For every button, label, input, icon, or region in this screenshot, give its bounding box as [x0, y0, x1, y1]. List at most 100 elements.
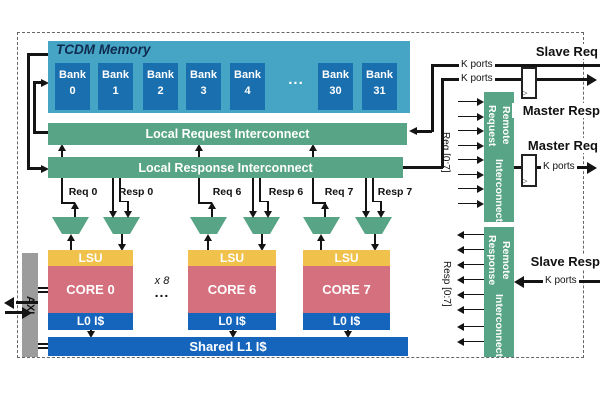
label-resp7: Resp 7 [373, 186, 417, 198]
eq-axi-core-a [38, 287, 48, 289]
local-response-interconnect: Local Response Interconnect [48, 157, 403, 178]
req-arrowhead-4 [477, 156, 484, 164]
wire-lsu7-up [320, 241, 322, 250]
kports-master-resp: K ports [459, 73, 495, 84]
wire-l0-l1-core0 [90, 329, 92, 331]
label-req7: Req 7 [320, 186, 358, 198]
resp-arrow-3 [464, 279, 484, 281]
arrow-resp7-a [362, 211, 370, 218]
clock-triangle-icon: ▷ [522, 90, 528, 97]
axi-bar: AXI [22, 253, 38, 357]
arrow-l0-l1-core7 [344, 331, 352, 338]
wire-resp0-bjog [119, 200, 129, 203]
wire-lsu6-up [207, 241, 209, 250]
remote-request-label: Remote Request Interconnect [486, 104, 512, 222]
wire-master-resp-a [403, 166, 443, 169]
pipeline-register-master-resp: ▷ [521, 67, 537, 99]
label-resp6: Resp 6 [262, 186, 310, 198]
req-arrow-1 [458, 116, 478, 118]
arrow-slave-resp [514, 275, 524, 288]
resp-arrowhead-2 [457, 261, 464, 269]
req-arrowhead-1 [477, 113, 484, 121]
req-arrow-2 [458, 130, 478, 132]
resp-mux-core6 [243, 217, 280, 234]
arrow-resp6-a [249, 211, 257, 218]
pipeline-register-master-req: ▷ [521, 154, 537, 187]
wire-lsu0-up [70, 241, 72, 250]
wire-l0-l1-core7 [347, 329, 349, 331]
arrow-req6-up [208, 202, 216, 209]
times-8-label: x 8 [154, 275, 170, 287]
req-demux-core0 [52, 217, 89, 234]
kports-master-req: K ports [541, 161, 577, 172]
arrow-req6-lri [195, 144, 203, 151]
wire-req6-c [211, 208, 213, 217]
req-arrowhead-6 [477, 185, 484, 193]
wire-tcdm-response-out [27, 53, 48, 56]
wire-resp6-bjog [259, 200, 269, 203]
wire-req7-b [312, 178, 314, 203]
arrow-into-local-response [41, 164, 49, 173]
resp-arrow-5 [464, 309, 484, 311]
req-arrow-0 [458, 101, 478, 103]
kports-slave-resp: K ports [543, 275, 579, 286]
resp-arrowhead-1 [457, 246, 464, 254]
resp-arrowhead-3 [457, 276, 464, 284]
wire-request-to-tcdm-h [33, 131, 48, 134]
eq-axi-l1-a [38, 343, 48, 345]
wire-slave-req-in [416, 130, 432, 133]
arrow-req0-lri [58, 144, 66, 151]
tcdm-title: TCDM Memory [56, 42, 151, 57]
remote-response-label: Remote Response Interconnect [486, 235, 512, 357]
wire-resp6-a [252, 178, 254, 211]
resp-arrowhead-6 [457, 323, 464, 331]
arrow-resp0-b [124, 211, 132, 218]
wire-req0-c [74, 208, 76, 217]
arrow-lsu7-trap [317, 234, 325, 241]
arrow-l0-l1-core6 [229, 331, 237, 338]
slave-resp-label: Slave Resp [516, 254, 600, 269]
resp-arrowhead-5 [457, 306, 464, 314]
lsu-core6: LSU [188, 250, 276, 266]
resp-mux-core0 [103, 217, 140, 234]
eq-axi-core-b [38, 291, 48, 293]
req-arrowhead-7 [477, 200, 484, 208]
l0-core7: L0 I$ [303, 313, 390, 330]
req-arrow-7 [458, 203, 478, 205]
resp-arrowhead-4 [457, 291, 464, 299]
wire-req0-jog [61, 202, 75, 204]
wire-tcdm-response-v [27, 53, 30, 169]
wire-resp7-out [374, 234, 376, 244]
wire-resp0-out [121, 234, 123, 244]
arrow-lsu0-trap [67, 234, 75, 241]
wire-resp0-a [112, 178, 114, 211]
resp-arrow-0 [464, 234, 484, 236]
label-resp0: Resp 0 [112, 186, 160, 198]
arrow-slave-req [409, 127, 417, 135]
arrow-master-req [587, 161, 597, 174]
arrow-l0-l1-core0 [87, 331, 95, 338]
resp-arrow-6 [464, 326, 484, 328]
req-arrow-6 [458, 188, 478, 190]
req-demux-core6 [190, 217, 227, 234]
wire-resp0-b2 [127, 201, 129, 211]
wire-req0-a [61, 150, 63, 157]
cluster-dashed-border [17, 32, 584, 358]
shared-l1-icache: Shared L1 I$ [48, 337, 408, 356]
resp-arrow-4 [464, 294, 484, 296]
local-request-interconnect: Local Request Interconnect [48, 123, 407, 145]
wire-resp6-b1 [259, 178, 261, 202]
kports-slave-req: K ports [459, 59, 495, 70]
wire-req7-a [312, 150, 314, 157]
core-6: CORE 6 [188, 266, 276, 313]
core-0: CORE 0 [48, 266, 133, 313]
resp-arrow-1 [464, 249, 484, 251]
arrow-axi-in [22, 306, 32, 319]
